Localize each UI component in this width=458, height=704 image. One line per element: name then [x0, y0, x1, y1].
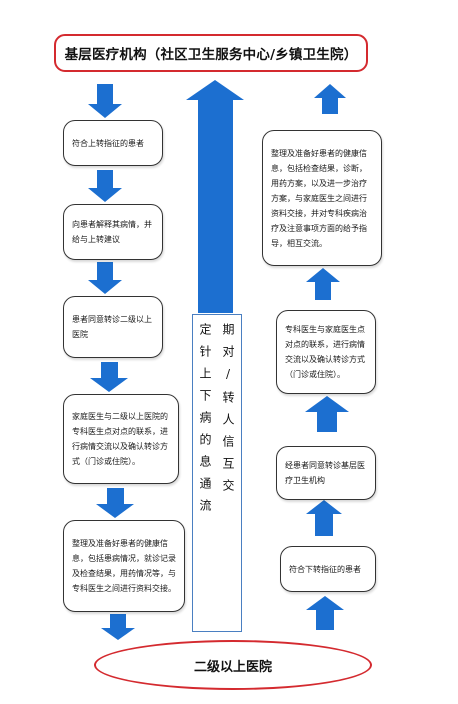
left-step-2-text: 向患者解释其病情，并给与上转建议 — [72, 220, 152, 244]
up-arrow-2 — [306, 268, 340, 300]
right-step-1-text: 整理及准备好患者的健康信息，包括检查结果，诊断，用药方案，以及进一步治疗方案，与… — [271, 148, 367, 248]
primary-care-label: 基层医疗机构（社区卫生服务中心/乡镇卫生院） — [64, 47, 358, 63]
secondary-hospital-label: 二级以上医院 — [193, 659, 272, 675]
down-arrow-5 — [96, 488, 134, 518]
center-col-left: 定针上下病的息通流 — [198, 323, 212, 521]
right-step-2-text: 专科医生与家庭医生点对点的联系，进行病情交流以及确认转诊方式（门诊或住院）。 — [285, 325, 365, 379]
up-arrow-3 — [305, 396, 349, 432]
left-step-1-text: 符合上转指征的患者 — [72, 138, 144, 148]
right-step-2: 专科医生与家庭医生点对点的联系，进行病情交流以及确认转诊方式（门诊或住院）。 — [276, 310, 376, 394]
up-arrow-1 — [314, 84, 346, 114]
left-step-4: 家庭医生与二级以上医院的专科医生点对点的联系，进行病情交流以及确认转诊方式（门诊… — [63, 394, 179, 484]
right-step-4: 符合下转指征的患者 — [280, 546, 376, 592]
center-col-right: 期对/转人信互交 — [221, 323, 235, 501]
left-step-3-text: 患者同意转诊二级以上医院 — [72, 315, 152, 339]
down-arrow-1 — [88, 84, 122, 118]
left-step-5-text: 整理及准备好患者的健康信息，包括患病情况，就诊记录及检查结果，用药情况等，与专科… — [72, 539, 176, 593]
central-up-arrow — [186, 80, 244, 313]
secondary-hospital-oval: 二级以上医院 — [94, 640, 372, 690]
down-arrow-4 — [90, 362, 128, 392]
left-step-5: 整理及准备好患者的健康信息，包括患病情况，就诊记录及检查结果，用药情况等，与专科… — [63, 520, 185, 612]
up-arrow-4 — [306, 500, 342, 536]
down-arrow-6 — [101, 614, 135, 640]
down-arrow-2 — [88, 170, 122, 202]
right-step-1: 整理及准备好患者的健康信息，包括检查结果，诊断，用药方案，以及进一步治疗方案，与… — [262, 130, 382, 266]
right-step-3: 经患者同意转诊基层医疗卫生机构 — [276, 446, 376, 500]
right-step-3-text: 经患者同意转诊基层医疗卫生机构 — [285, 461, 365, 485]
center-info-exchange-box: 期对/转人信互交 定针上下病的息通流 — [192, 314, 242, 632]
left-step-2: 向患者解释其病情，并给与上转建议 — [63, 204, 163, 260]
left-step-3: 患者同意转诊二级以上医院 — [63, 296, 163, 358]
primary-care-header: 基层医疗机构（社区卫生服务中心/乡镇卫生院） — [54, 34, 368, 72]
down-arrow-3 — [88, 262, 122, 294]
left-step-4-text: 家庭医生与二级以上医院的专科医生点对点的联系，进行病情交流以及确认转诊方式（门诊… — [72, 412, 168, 466]
left-step-1: 符合上转指征的患者 — [63, 120, 163, 166]
up-arrow-5 — [306, 596, 344, 630]
right-step-4-text: 符合下转指征的患者 — [289, 564, 361, 574]
